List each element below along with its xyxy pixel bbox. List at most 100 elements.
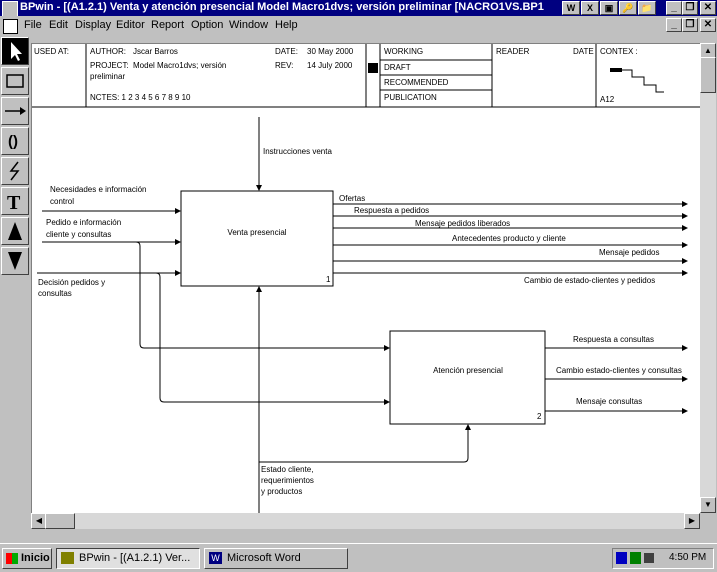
window-title: BPwin - [(A1.2.1) Venta y atención prese… [20, 1, 544, 13]
menu-window[interactable]: Window [229, 19, 269, 31]
word-task-icon: W [209, 552, 222, 564]
control-label: Instrucciones venta [263, 147, 332, 156]
restore-button[interactable]: ❐ [682, 1, 698, 15]
output2-label-1: Respuesta a consultas [573, 335, 654, 344]
go-up-tool[interactable] [1, 217, 29, 245]
windows-logo-icon [6, 553, 18, 564]
network-tray-icon[interactable] [630, 552, 641, 564]
squiggle-tool[interactable] [1, 157, 29, 185]
box2-number: 2 [537, 412, 542, 421]
input-label-1a: Necesidades e información [50, 185, 147, 194]
doc-restore-button[interactable]: ❐ [682, 18, 698, 32]
menu-file[interactable]: File [24, 19, 42, 31]
menu-report[interactable]: Report [151, 19, 185, 31]
activity-box-2 [389, 330, 546, 425]
output-label-6: Cambio de estado-clientes y pedidos [524, 276, 655, 285]
output-label-1: Ofertas [339, 194, 365, 203]
start-label: Inicio [21, 552, 50, 564]
menu-edit[interactable]: Edit [49, 19, 68, 31]
monitor-tray-icon[interactable] [644, 553, 654, 563]
box1-label: Venta presencial [227, 228, 286, 237]
output2-label-2: Cambio estado-clientes y consultas [556, 366, 682, 375]
document-icon[interactable] [3, 19, 18, 34]
mechanism-label-1: Estado cliente, [261, 465, 313, 474]
word-quicklaunch-icon[interactable]: W [562, 1, 580, 15]
scroll-down-button[interactable]: ▼ [700, 497, 716, 513]
task-bpwin[interactable]: BPwin - [(A1.2.1) Ver... [56, 548, 200, 569]
folder-quicklaunch-icon[interactable]: 📁 [638, 1, 656, 15]
clock[interactable]: 4:50 PM [669, 552, 707, 563]
text-tool[interactable]: T [1, 187, 29, 215]
arrow-tool[interactable] [1, 97, 29, 125]
vertical-scrollbar[interactable]: ▲ ▼ [700, 43, 716, 513]
output2-label-3: Mensaje consultas [576, 397, 642, 406]
input-label-3a: Decisión pedidos y [38, 278, 105, 287]
author-value: Jscar Barros [133, 47, 178, 56]
go-down-tool[interactable] [1, 247, 29, 275]
task-word[interactable]: W Microsoft Word [204, 548, 348, 569]
menu-option[interactable]: Option [191, 19, 224, 31]
doc-minimize-button[interactable]: _ [666, 18, 682, 32]
scroll-right-button[interactable]: ▶ [684, 513, 700, 529]
box-tool[interactable] [1, 67, 29, 95]
system-tray: 4:50 PM [612, 548, 714, 569]
date-value: 30 May 2000 [307, 47, 354, 56]
draft-indicator [368, 63, 378, 73]
project-value: Model Macro1dvs; versión [133, 61, 227, 70]
mechanism-label-2: requerimientos [261, 476, 314, 485]
triangle-down-icon [8, 252, 22, 270]
box2-label: Atención presencial [433, 366, 503, 375]
squiggle-icon [9, 161, 20, 181]
box-icon [6, 74, 24, 88]
date-label: DATE: [275, 47, 298, 56]
reader-label: READER [496, 47, 530, 56]
task-word-label: Microsoft Word [227, 552, 301, 564]
minimize-button[interactable]: _ [666, 1, 682, 15]
node-label: A12 [600, 95, 615, 104]
key-quicklaunch-icon[interactable]: 🔑 [619, 1, 637, 15]
close-button[interactable]: ✕ [700, 1, 716, 15]
start-button[interactable]: Inicio [2, 548, 52, 569]
text-icon: T [7, 192, 21, 214]
menu-help[interactable]: Help [275, 19, 298, 31]
menu-editor[interactable]: Editor [116, 19, 145, 31]
menu-display[interactable]: Display [75, 19, 112, 31]
pointer-tool[interactable] [1, 37, 29, 65]
input-label-2a: Pedido e información [46, 218, 121, 227]
tunnel-tool[interactable]: () [1, 127, 29, 155]
svg-text:T: T [7, 192, 21, 214]
output-label-2: Respuesta a pedidos [354, 206, 429, 215]
reader-date-label: DATE [573, 47, 594, 56]
task-bpwin-label: BPwin - [(A1.2.1) Ver... [79, 552, 191, 564]
box1-number: 1 [326, 275, 331, 284]
mechanism-label-3: y productos [261, 487, 302, 496]
rev-value: 14 July 2000 [307, 61, 353, 70]
input-label-3b: consultas [38, 289, 72, 298]
status-recommended: RECOMMENDED [384, 78, 449, 87]
input-label-2b: cliente y consultas [46, 230, 111, 239]
arrow-icon [5, 107, 26, 115]
project-label: PROJECT: [90, 61, 129, 70]
diagram-canvas[interactable]: USED AT: AUTHOR: Jscar Barros PROJECT: M… [31, 43, 700, 513]
triangle-up-icon [8, 222, 22, 240]
excel-quicklaunch-icon[interactable]: X [581, 1, 599, 15]
project-value-cont: preliminar [90, 72, 126, 81]
horizontal-scroll-thumb[interactable] [45, 513, 75, 529]
output-label-5: Mensaje pedidos [599, 248, 659, 257]
scroll-corner [700, 513, 716, 529]
toolbox: () T [0, 36, 30, 282]
svg-text:(): () [8, 133, 18, 150]
horizontal-scrollbar[interactable]: ◀ ▶ [31, 513, 700, 529]
app-quicklaunch-icon[interactable]: ▣ [600, 1, 618, 15]
header-frame [32, 44, 700, 108]
pointer-icon [11, 42, 22, 61]
parentheses-icon: () [8, 133, 18, 150]
bpwin-app-icon[interactable] [2, 1, 18, 17]
output-label-4: Antecedentes producto y cliente [452, 234, 566, 243]
vertical-scroll-thumb[interactable] [700, 57, 716, 93]
doc-close-button[interactable]: ✕ [700, 18, 716, 32]
used-at-label: USED AT: [34, 47, 69, 56]
shield-tray-icon[interactable] [616, 552, 627, 564]
bpwin-task-icon [61, 552, 74, 564]
rev-label: REV: [275, 61, 294, 70]
